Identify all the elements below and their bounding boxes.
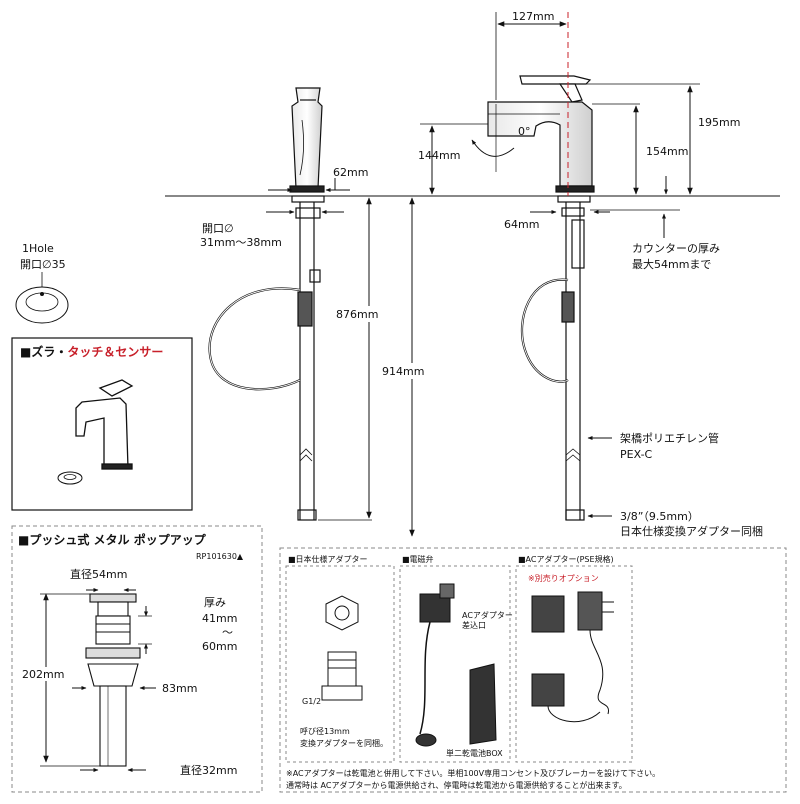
pex-label-2: PEX-C	[620, 448, 653, 461]
diameter-54-label: 直径54mm	[70, 567, 127, 581]
adapter-note-1: 呼び径13mm	[300, 726, 350, 736]
note-line-2: 通常時は ACアダプターから電源供給され、停電時は乾電池から電源供給することが出…	[286, 780, 627, 790]
side-dimensions: 62mm 開口∅ 31mm〜38mm 876mm 914mm	[200, 166, 444, 537]
width-62-label: 62mm	[333, 166, 368, 179]
height-876-label: 876mm	[336, 308, 378, 321]
note-line-1: ※ACアダプターは乾電池と併用して下さい。単相100V専用コンセント及びブレーカ…	[286, 768, 660, 778]
popup-box: ■プッシュ式 メタル ポップアップ RP101630▲ 直径54mm 厚み 41…	[11, 525, 263, 793]
popup-drain-illustration	[85, 593, 141, 767]
ac-adapter-illustration	[531, 591, 614, 723]
valve-plug-label-2: 差込口	[462, 620, 486, 630]
height-202-label: 202mm	[22, 668, 64, 681]
thickness-max: 60mm	[202, 640, 237, 653]
accessories-box: ■日本仕様アダプター G1/2 呼び径13mm 変換アダプターを同梱。 ■電磁弁…	[279, 547, 787, 793]
hole-label-1: 開口∅	[202, 222, 234, 235]
reach-127-label: 127mm	[512, 10, 554, 23]
hole-diameter-label: 開口∅35	[20, 258, 66, 271]
thickness-tilde: 〜	[222, 626, 233, 639]
diameter-32-label: 直径32mm	[180, 763, 237, 777]
thickness-min: 41mm	[202, 612, 237, 625]
ac-option-label: ※別売りオプション	[528, 573, 599, 583]
adapter-note-2: 変換アダプターを同梱。	[300, 738, 388, 748]
battery-box-label: 単二乾電池BOX	[446, 748, 503, 758]
valve-plug-label-1: ACアダプター	[462, 610, 513, 620]
popup-title: ■プッシュ式 メタル ポップアップ	[18, 532, 207, 547]
height-914-label: 914mm	[382, 365, 424, 378]
sensor-faucet-illustration	[75, 379, 134, 470]
adapter-label-1: 3/8”（9.5mm）	[620, 510, 699, 523]
height-144-label: 144mm	[418, 149, 460, 162]
height-195-label: 195mm	[698, 116, 740, 129]
hole-count-label: 1Hole	[22, 242, 54, 255]
pex-label-1: 架橋ポリエチレン管	[620, 431, 719, 445]
adapter-thread-label: G1/2	[302, 697, 321, 706]
counter-thickness-label-2: 最大54mmまで	[632, 257, 711, 271]
valve-illustration	[415, 583, 497, 747]
front-dimensions: 127mm 195mm 154mm 144mm 0° 64mm カウンターの厚み…	[418, 10, 763, 538]
counter-thickness-label-1: カウンターの厚み	[632, 242, 720, 255]
base-64-label: 64mm	[504, 218, 539, 231]
adapter-label-2: 日本仕様変換アダプター同梱	[620, 524, 763, 538]
drain-icon	[57, 471, 83, 485]
adapter-title: ■日本仕様アダプター	[288, 554, 368, 564]
thickness-label: 厚み	[204, 596, 226, 609]
valve-title: ■電磁弁	[402, 554, 434, 564]
side-view-faucet	[165, 87, 780, 521]
sensor-box: ■ズラ・タッチ＆センサー	[11, 337, 193, 511]
ac-title: ■ACアダプター(PSE規格)	[518, 554, 614, 564]
angle-label: 0°	[518, 125, 531, 138]
hole-info: 1Hole 開口∅35	[15, 242, 69, 324]
adapter-nut-illustration	[321, 595, 363, 701]
width-83-label: 83mm	[162, 682, 197, 695]
height-154-label: 154mm	[646, 145, 688, 158]
popup-model: RP101630▲	[196, 552, 244, 561]
front-view-faucet	[487, 75, 595, 521]
hole-label-2: 31mm〜38mm	[200, 236, 282, 249]
sensor-title: ■ズラ・タッチ＆センサー	[20, 344, 163, 359]
